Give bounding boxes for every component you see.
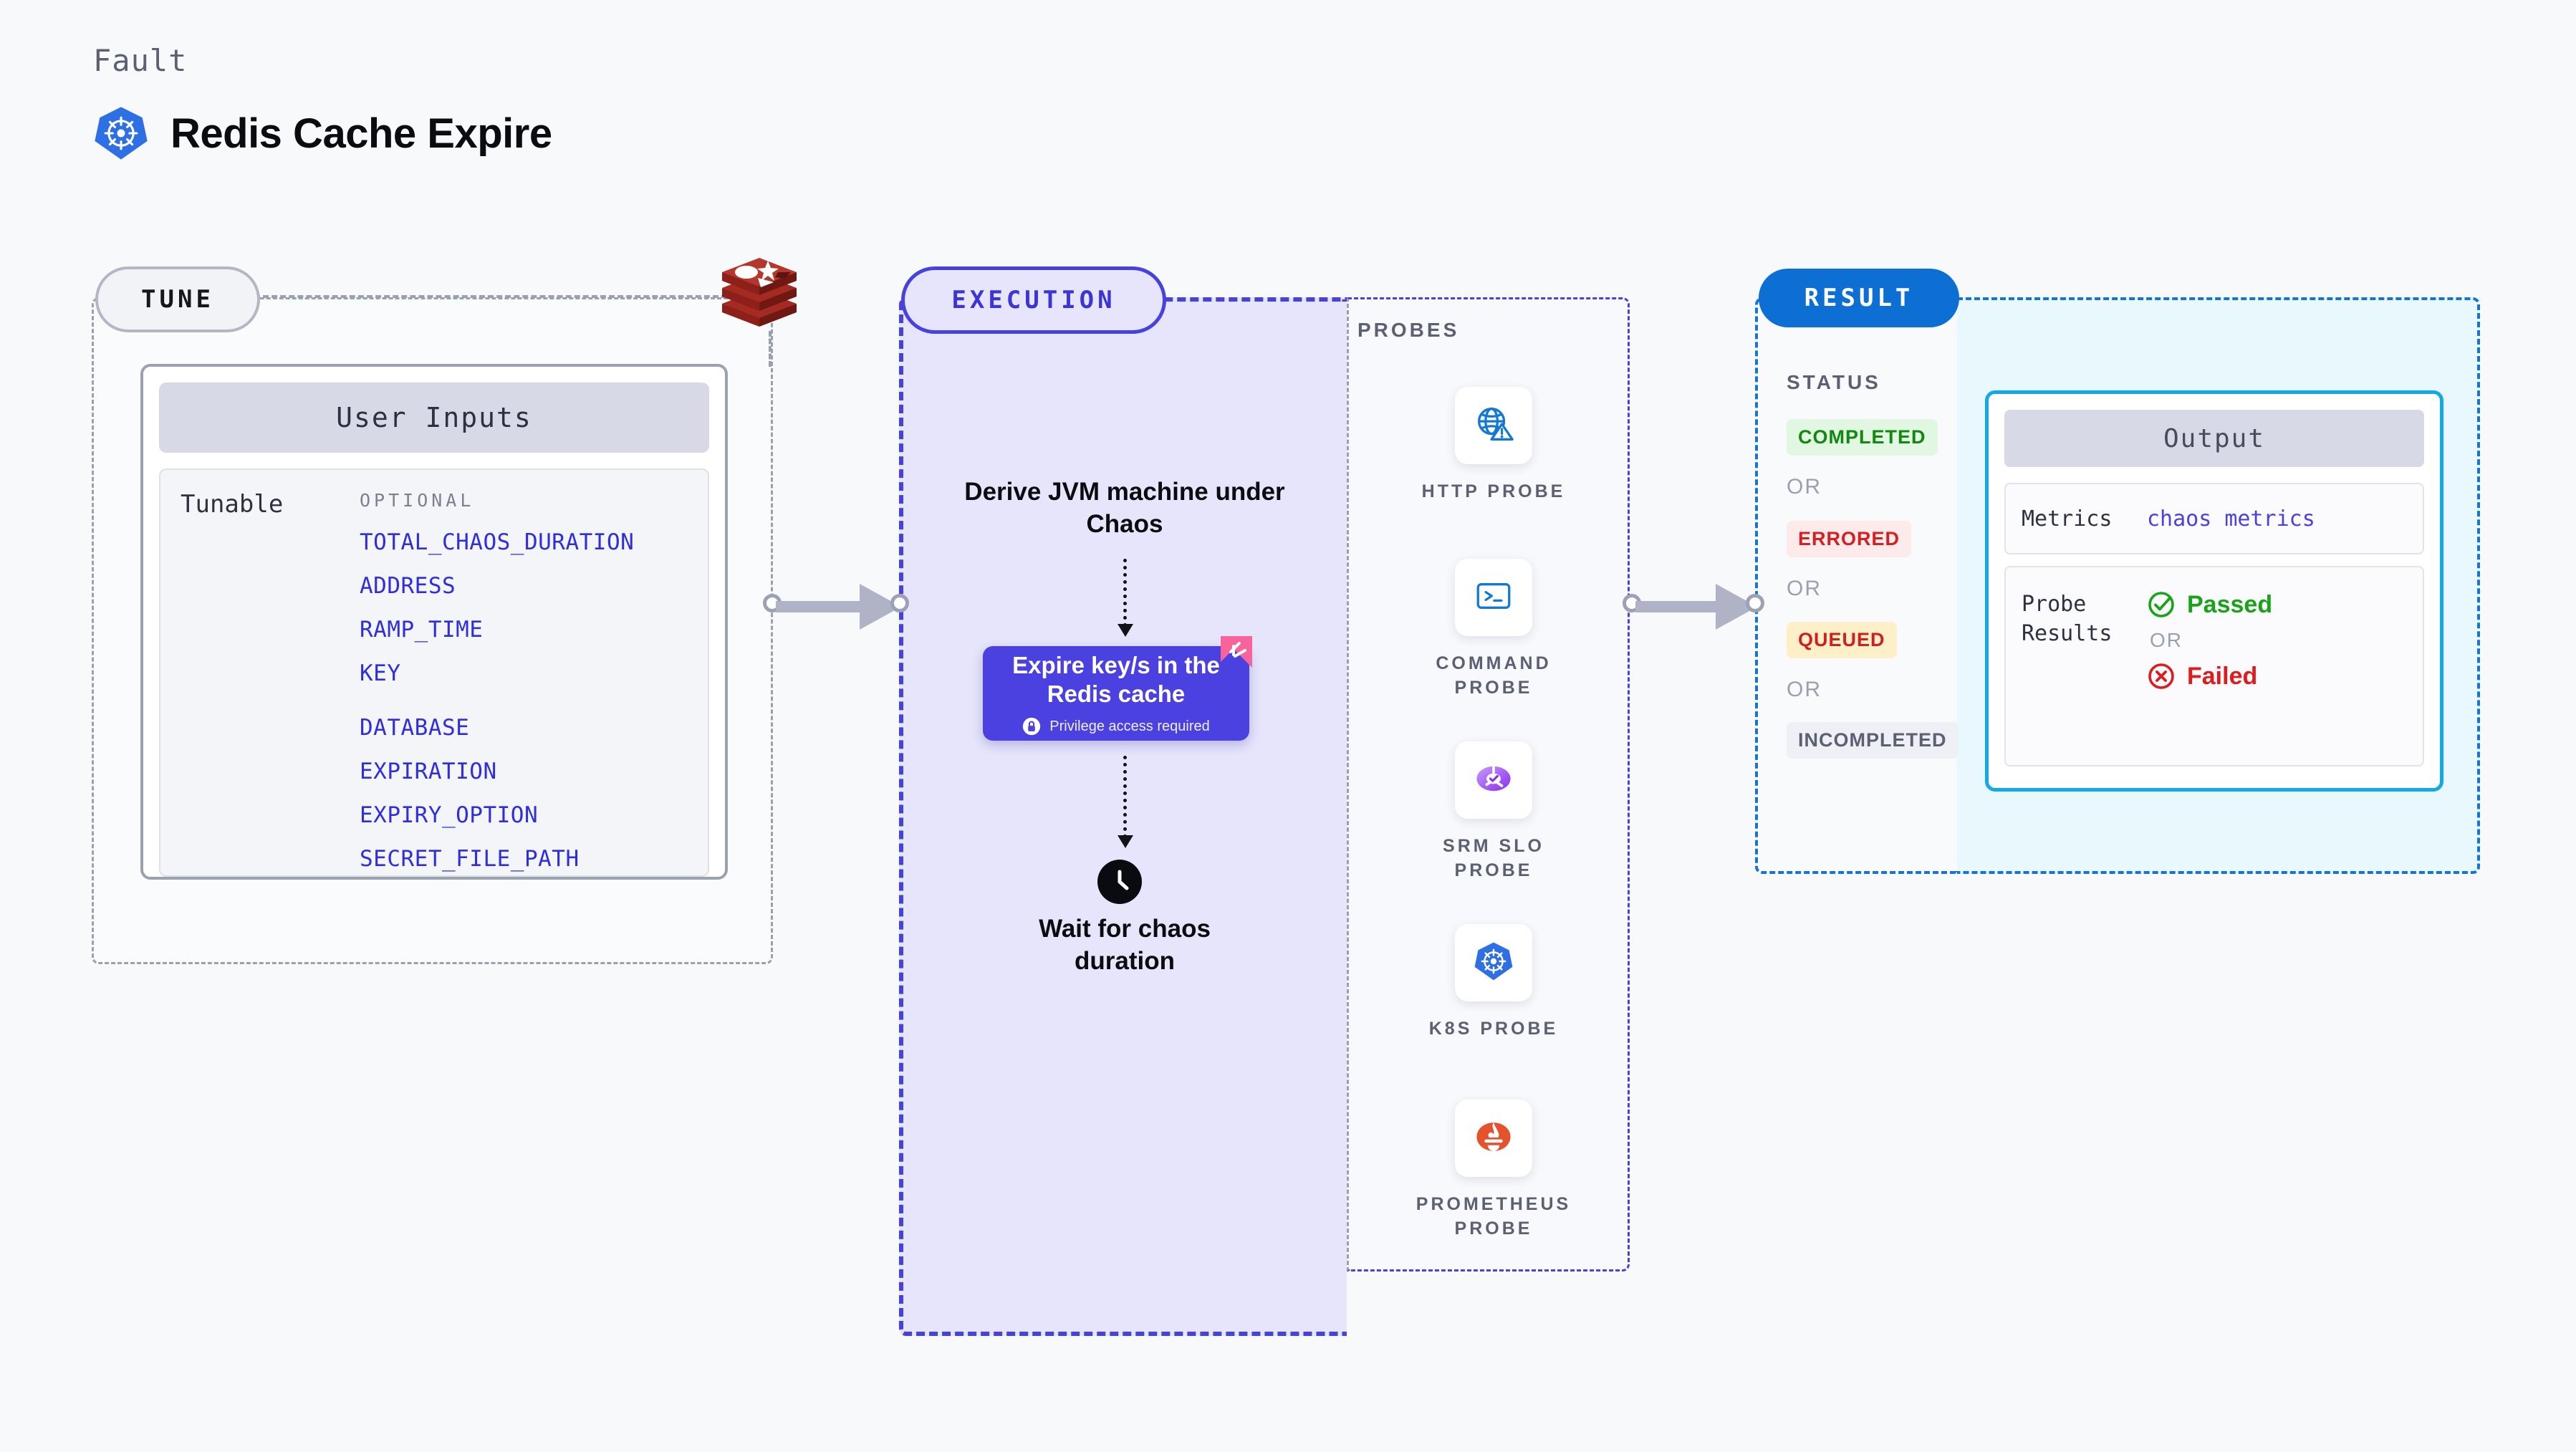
execution-action-card[interactable]: Expire key/s in the Redis cache Privileg… bbox=[983, 646, 1249, 741]
status-or-3: OR bbox=[1787, 678, 1822, 701]
status-or-1: OR bbox=[1787, 475, 1822, 499]
status-or-2: OR bbox=[1787, 577, 1822, 600]
probe-prometheus[interactable]: PROMETHEUS PROBE bbox=[1404, 1100, 1583, 1241]
output-card: Output Metrics chaos metrics Probe Resul… bbox=[1985, 390, 2443, 792]
param-expiry-option[interactable]: EXPIRY_OPTION bbox=[360, 802, 539, 828]
prometheus-icon bbox=[1473, 1116, 1514, 1161]
fault-kicker: Fault bbox=[93, 43, 188, 78]
step-derive-label: Derive JVM machine under Chaos bbox=[964, 478, 1285, 538]
status-title: STATUS bbox=[1787, 371, 1881, 393]
probe-tile bbox=[1455, 559, 1532, 636]
globe-warning-icon bbox=[1471, 402, 1516, 450]
title-row: Redis Cache Expire bbox=[93, 105, 552, 161]
passed-label: Passed bbox=[2187, 590, 2273, 618]
probe-tile bbox=[1455, 1100, 1532, 1177]
chaos-ribbon-icon bbox=[1218, 633, 1255, 670]
param-expiration[interactable]: EXPIRATION bbox=[360, 759, 497, 784]
lock-icon bbox=[1022, 717, 1041, 736]
execution-section-badge: EXECUTION bbox=[901, 266, 1166, 334]
slo-donut-check-icon bbox=[1473, 758, 1514, 803]
status-badge-completed: COMPLETED bbox=[1787, 419, 1938, 456]
probe-results-label: Probe Results bbox=[2022, 592, 2113, 646]
tune-section: User Inputs Tunable OPTIONAL TOTAL_CHAOS… bbox=[92, 297, 773, 964]
redis-connector-dash bbox=[769, 331, 772, 367]
connector-tune-to-execution bbox=[763, 584, 910, 630]
kubernetes-icon bbox=[1472, 940, 1515, 986]
execution-probes-group bbox=[899, 297, 1630, 1336]
result-status-panel bbox=[1755, 297, 1959, 874]
probe-tile bbox=[1455, 741, 1532, 819]
param-database[interactable]: DATABASE bbox=[360, 715, 470, 741]
result-section-badge: RESULT bbox=[1759, 269, 1959, 327]
probe-label: PROMETHEUS PROBE bbox=[1416, 1194, 1572, 1239]
tune-section-badge: TUNE bbox=[95, 266, 260, 332]
output-card-header: Output bbox=[2004, 410, 2424, 467]
param-total-chaos-duration[interactable]: TOTAL_CHAOS_DURATION bbox=[360, 529, 635, 555]
user-inputs-title: User Inputs bbox=[336, 402, 532, 433]
probe-label: K8S PROBE bbox=[1428, 1019, 1559, 1039]
probe-results-values: Passed OR Failed bbox=[2147, 590, 2272, 765]
probe-result-failed: Failed bbox=[2147, 662, 2272, 691]
privilege-label: Privilege access required bbox=[1049, 718, 1210, 734]
step-wait-label: Wait for chaos duration bbox=[1039, 915, 1211, 975]
probe-http[interactable]: HTTP PROBE bbox=[1404, 387, 1583, 504]
redis-logo bbox=[716, 252, 802, 331]
probe-k8s[interactable]: K8S PROBE bbox=[1404, 924, 1583, 1042]
probe-result-passed: Passed bbox=[2147, 590, 2272, 619]
metrics-row: Metrics chaos metrics bbox=[2004, 483, 2424, 554]
x-circle-icon bbox=[2147, 662, 2176, 691]
status-badge-queued: QUEUED bbox=[1787, 622, 1897, 658]
probe-result-or: OR bbox=[2150, 629, 2183, 651]
user-inputs-card: User Inputs Tunable OPTIONAL TOTAL_CHAOS… bbox=[140, 364, 728, 880]
tunable-label: Tunable bbox=[181, 490, 284, 519]
probe-tile bbox=[1455, 924, 1532, 1001]
probe-label: HTTP PROBE bbox=[1421, 481, 1566, 501]
tunable-panel: Tunable OPTIONAL TOTAL_CHAOS_DURATION AD… bbox=[159, 468, 709, 877]
tunable-params-list: OPTIONAL TOTAL_CHAOS_DURATION ADDRESS RA… bbox=[360, 490, 708, 875]
connector-execution-to-result bbox=[1623, 584, 1766, 630]
probe-tile bbox=[1455, 387, 1532, 464]
metrics-value[interactable]: chaos metrics bbox=[2147, 506, 2315, 532]
privilege-note: Privilege access required bbox=[1022, 717, 1210, 736]
probe-label: COMMAND PROBE bbox=[1436, 653, 1552, 698]
execution-panel bbox=[899, 297, 1347, 1336]
page-header: Fault Redis Cache Expire bbox=[93, 43, 552, 161]
status-badge-errored: ERRORED bbox=[1787, 521, 1912, 557]
param-key[interactable]: KEY bbox=[360, 660, 401, 686]
probes-title: PROBES bbox=[1357, 319, 1460, 341]
flow-arrow-action-to-wait bbox=[1118, 756, 1133, 848]
probe-command[interactable]: COMMAND PROBE bbox=[1404, 559, 1583, 701]
status-badge-incompleted: INCOMPLETED bbox=[1787, 722, 1959, 759]
probe-results-row: Probe Results Passed OR bbox=[2004, 566, 2424, 766]
optional-label: OPTIONAL bbox=[360, 490, 475, 511]
param-secret-file-path[interactable]: SECRET_FILE_PATH bbox=[360, 846, 580, 872]
probe-label: SRM SLO PROBE bbox=[1443, 836, 1544, 880]
tune-connector-dash bbox=[254, 295, 727, 298]
flow-arrow-derive-to-action bbox=[1118, 559, 1133, 637]
terminal-icon bbox=[1473, 575, 1514, 620]
probe-srm-slo[interactable]: SRM SLO PROBE bbox=[1404, 741, 1583, 883]
metrics-label: Metrics bbox=[2022, 506, 2113, 532]
clock-icon bbox=[1097, 860, 1142, 904]
failed-label: Failed bbox=[2187, 662, 2258, 690]
page-title: Redis Cache Expire bbox=[170, 110, 552, 157]
param-address[interactable]: ADDRESS bbox=[360, 573, 456, 599]
check-circle-icon bbox=[2147, 590, 2176, 619]
output-title: Output bbox=[2163, 423, 2266, 453]
user-inputs-header: User Inputs bbox=[159, 383, 709, 453]
param-ramp-time[interactable]: RAMP_TIME bbox=[360, 617, 484, 643]
action-card-title: Expire key/s in the Redis cache bbox=[1012, 651, 1220, 707]
kubernetes-icon bbox=[93, 105, 149, 161]
